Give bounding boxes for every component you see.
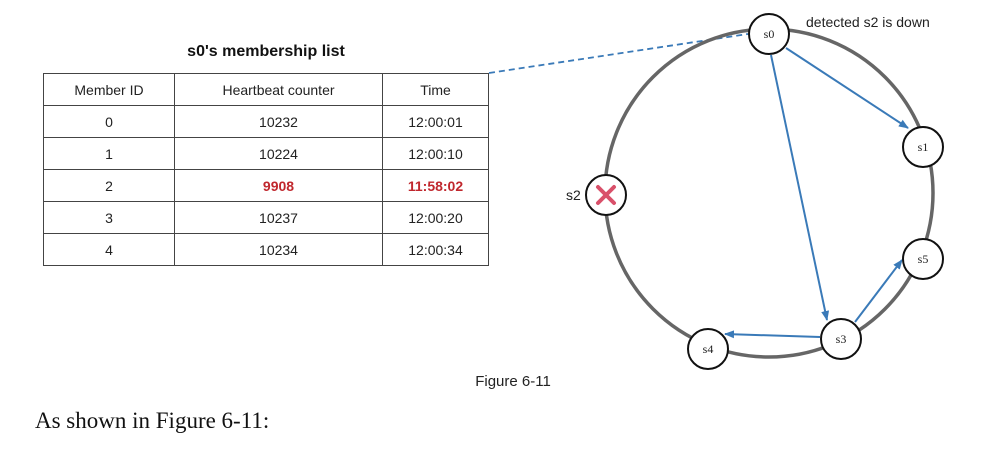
- table-to-s0-connector: [488, 33, 749, 74]
- table-row: 4 10234 12:00:34: [43, 233, 489, 266]
- node-s0: s0: [748, 13, 790, 55]
- body-text: As shown in Figure 6-11:: [35, 408, 270, 433]
- node-s4-label: s4: [703, 342, 714, 356]
- cell-heartbeat-counter: 10234: [174, 233, 383, 266]
- arrow-s3-to-s4: [724, 330, 821, 339]
- node-s4: s4: [687, 328, 729, 370]
- arrow-s3-to-s5: [854, 259, 903, 323]
- cell-time: 12:00:10: [382, 137, 489, 170]
- cell-time: 12:00:34: [382, 233, 489, 266]
- arrow-s0-to-s1: [785, 47, 909, 129]
- node-s5-label: s5: [918, 252, 929, 266]
- cell-member-id: 3: [43, 201, 175, 234]
- node-s0-label: s0: [764, 27, 775, 41]
- cell-heartbeat-counter: 10237: [174, 201, 383, 234]
- cell-heartbeat-counter: 10232: [174, 105, 383, 138]
- cell-member-id: 2: [43, 169, 175, 202]
- cell-time-stale: 11:58:02: [382, 169, 489, 202]
- node-s2-label: s2: [566, 187, 581, 203]
- cell-member-id: 4: [43, 233, 175, 266]
- arrow-s0-to-s3: [770, 54, 830, 321]
- membership-table: Member ID Heartbeat counter Time 0 10232…: [43, 73, 489, 266]
- membership-list-title: s0's membership list: [187, 43, 345, 60]
- down-x-icon: [596, 185, 616, 205]
- cell-heartbeat-counter-stale: 9908: [174, 169, 383, 202]
- cell-time: 12:00:01: [382, 105, 489, 138]
- table-row: 0 10232 12:00:01: [43, 105, 489, 138]
- node-s3-label: s3: [836, 332, 847, 346]
- node-s5: s5: [902, 238, 944, 280]
- cell-member-id: 0: [43, 105, 175, 138]
- figure-caption: Figure 6-11: [475, 373, 551, 390]
- node-s2-down: [585, 174, 627, 216]
- node-s1-label: s1: [918, 140, 929, 154]
- down-detection-annotation: detected s2 is down: [806, 14, 930, 30]
- node-s3: s3: [820, 318, 862, 360]
- table-row-down-member: 2 9908 11:58:02: [43, 169, 489, 202]
- hash-ring: [603, 27, 935, 359]
- node-s1: s1: [902, 126, 944, 168]
